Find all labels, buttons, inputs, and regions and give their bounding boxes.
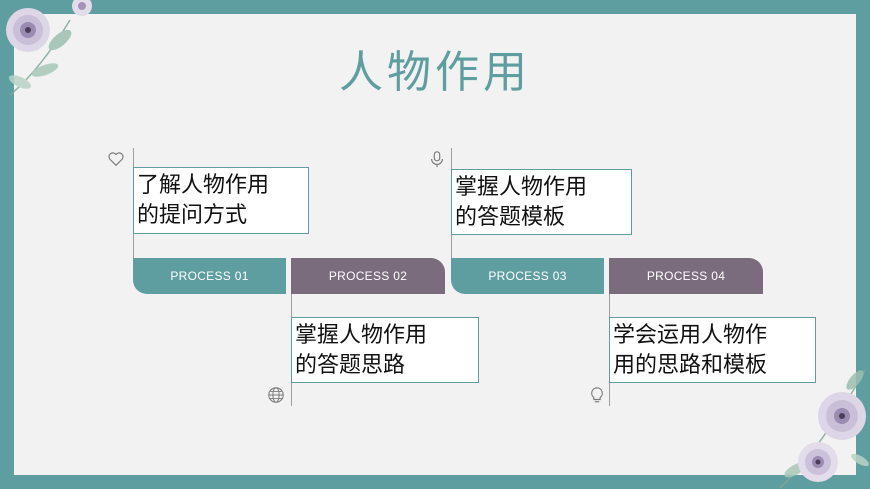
step-text-line2: 的提问方式 xyxy=(137,203,248,228)
step-card-02: 掌握人物作用 的答题思路 xyxy=(291,317,479,383)
lightbulb-icon xyxy=(591,387,603,403)
process-label-03: PROCESS 03 xyxy=(451,258,604,294)
page-title: 人物作用 xyxy=(339,47,531,98)
flower-decoration-bottom-right xyxy=(779,369,869,489)
step-card-01: 了解人物作用 的提问方式 xyxy=(133,167,309,234)
microphone-icon xyxy=(431,151,443,168)
process-label-01: PROCESS 01 xyxy=(133,258,286,294)
heart-icon xyxy=(108,152,124,166)
step-text-line2: 的答题模板 xyxy=(455,205,566,230)
flower-decoration-top-left xyxy=(6,0,92,96)
step-text-line1: 了解人物作用 xyxy=(137,173,270,198)
step-text-line1: 掌握人物作用 xyxy=(295,323,428,348)
step-text-line2: 用的思路和模板 xyxy=(613,353,768,378)
slide-background xyxy=(14,14,856,475)
globe-icon xyxy=(268,387,284,403)
process-label-02: PROCESS 02 xyxy=(291,258,445,294)
step-text-line2: 的答题思路 xyxy=(295,353,406,378)
step-card-04: 学会运用人物作 用的思路和模板 xyxy=(609,317,816,383)
step-card-03: 掌握人物作用 的答题模板 xyxy=(451,169,632,235)
step-text-line1: 学会运用人物作 xyxy=(613,323,768,348)
process-label-04: PROCESS 04 xyxy=(609,258,763,294)
step-text-line1: 掌握人物作用 xyxy=(455,175,588,200)
